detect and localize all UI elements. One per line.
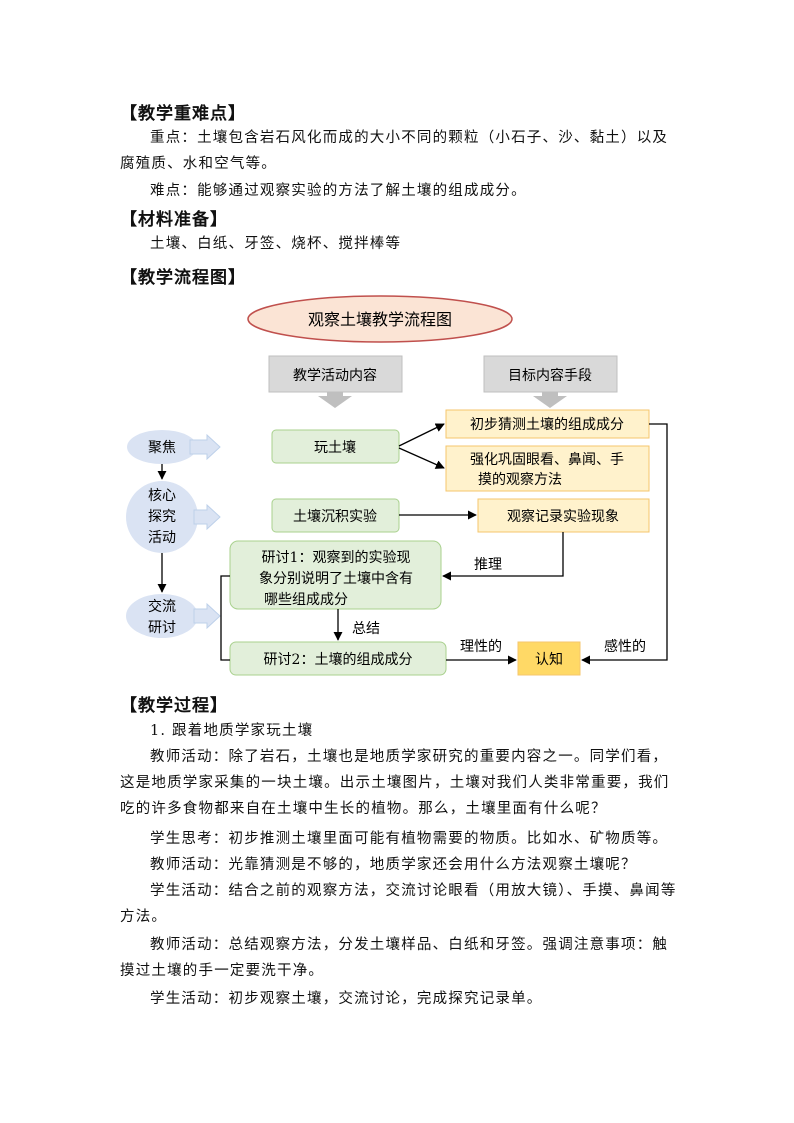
stage-discuss-oval — [126, 594, 198, 638]
teaching-flowchart: 观察土壤教学流程图 教学活动内容 目标内容手段 聚焦 核心 探究 活动 交流 研… — [126, 295, 668, 676]
stage-core-oval — [126, 481, 198, 553]
flowchart-title-ellipse — [247, 295, 513, 343]
process-paragraph-5: 教师活动：总结观察方法，分发土壤样品、白纸和牙签。强调注意事项：触摸过土壤的手一… — [120, 937, 669, 979]
heading-materials: 【材料准备】 — [120, 210, 228, 230]
act-play-box — [271, 429, 400, 464]
act-sediment-label: 土壤沉积实验 — [293, 508, 377, 525]
stage-core-label-2: 探究 — [148, 509, 176, 525]
discuss1-label-1: 研讨1：观察到的实验现 — [262, 549, 411, 566]
stage-core-arrow — [193, 503, 221, 531]
heading-process: 【教学过程】 — [120, 696, 228, 716]
goal-guess-box — [445, 409, 650, 439]
discuss2-box — [229, 641, 447, 676]
discuss1-box — [229, 540, 442, 610]
stage-discuss-label-1: 交流 — [148, 598, 176, 615]
stage-discuss-arrow — [193, 602, 221, 630]
col-activity-box — [268, 355, 403, 393]
act-play-label: 玩土壤 — [314, 439, 356, 456]
heading-key-points: 【教学重难点】 — [120, 104, 246, 124]
goal-record-label: 观察记录实验现象 — [507, 508, 619, 525]
label-rational: 理性的 — [460, 639, 502, 655]
stage-focus-arrow — [189, 433, 221, 461]
flowchart-title: 观察土壤教学流程图 — [308, 310, 452, 329]
process-paragraph-2: 学生思考：初步推测土壤里面可能有植物需要的物质。比如水、矿物质等。 — [150, 831, 669, 847]
stage-focus-label: 聚焦 — [148, 440, 176, 456]
goal-record-box — [477, 498, 650, 533]
stage-focus-oval — [127, 430, 197, 464]
label-infer: 推理 — [474, 557, 502, 573]
difficulty-paragraph: 难点：能够通过观察实验的方法了解土壤的组成成分。 — [150, 183, 527, 199]
col-goal-down-arrow — [533, 392, 567, 408]
materials-list: 土壤、白纸、牙签、烧杯、搅拌棒等 — [150, 236, 402, 252]
col-activity-label: 教学活动内容 — [293, 367, 377, 384]
process-paragraph-3: 教师活动：光靠猜测是不够的，地质学家还会用什么方法观察土壤呢？ — [150, 857, 637, 873]
stage-core-label-1: 核心 — [148, 488, 176, 504]
heading-flowchart: 【教学流程图】 — [120, 268, 246, 288]
discuss1-label-3: 哪些组成成分 — [264, 592, 348, 608]
stage-discuss-label-2: 研讨 — [148, 620, 176, 636]
process-paragraph-1: 教师活动：除了岩石，土壤也是地质学家研究的重要内容之一。同学们看，这是地质学家采… — [120, 749, 670, 817]
col-activity-down-arrow — [318, 392, 352, 408]
goal-senses-box — [445, 445, 650, 492]
cognition-box — [517, 641, 581, 676]
stage-core-label-3: 活动 — [148, 530, 176, 546]
label-summary: 总结 — [352, 621, 380, 637]
col-goal-label: 目标内容手段 — [508, 367, 592, 384]
goal-guess-label: 初步猜测土壤的组成成分 — [470, 416, 624, 433]
process-paragraph-4: 学生活动：结合之前的观察方法，交流讨论眼看（用放大镜）、手摸、鼻闻等方法。 — [120, 883, 677, 925]
process-item-1: 1. 跟着地质学家玩土壤 — [150, 723, 314, 739]
cognition-label: 认知 — [535, 651, 563, 668]
focus-paragraph: 重点：土壤包含岩石风化而成的大小不同的颗粒（小石子、沙、黏土）以及腐殖质、水和空… — [120, 130, 669, 172]
goal-senses-label-2: 摸的观察方法 — [478, 471, 562, 488]
process-paragraph-6: 学生活动：初步观察土壤，交流讨论，完成探究记录单。 — [150, 991, 543, 1007]
discuss2-label: 研讨2：土壤的组成成分 — [264, 651, 413, 668]
label-perceptual: 感性的 — [604, 638, 646, 655]
goal-senses-label-1: 强化巩固眼看、鼻闻、手 — [470, 451, 624, 468]
col-goal-box — [483, 355, 618, 393]
discuss1-label-2: 象分别说明了土壤中含有 — [259, 570, 413, 587]
